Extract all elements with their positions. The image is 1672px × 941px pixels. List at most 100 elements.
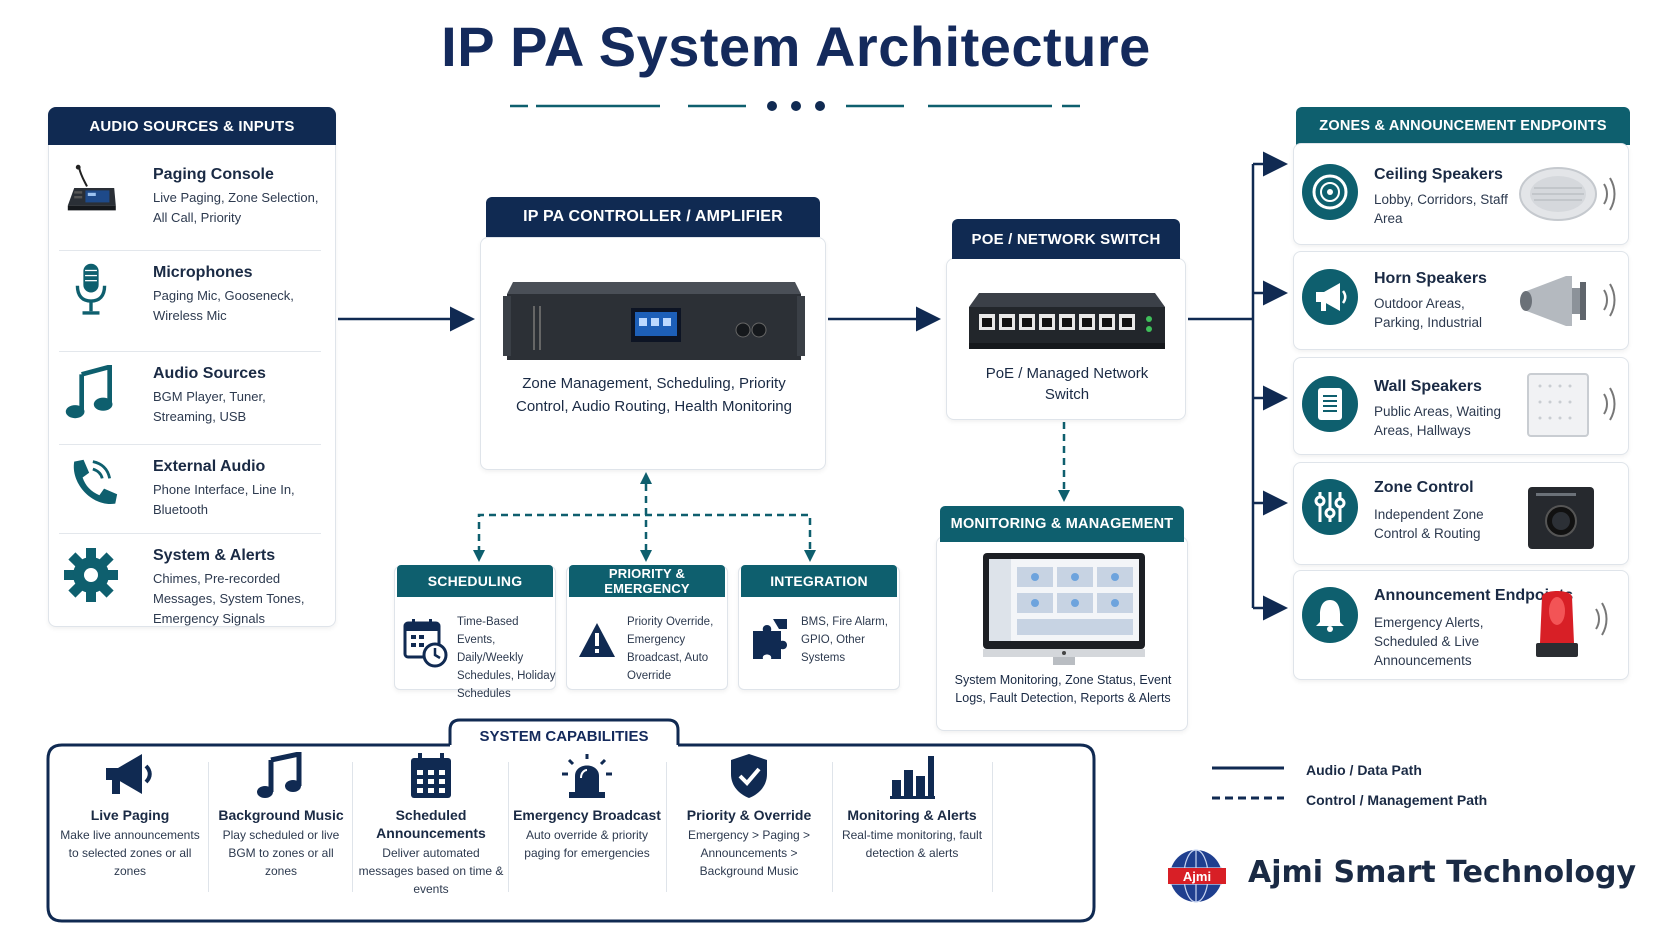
source-desc: Paging Mic, Gooseneck, Wireless Mic xyxy=(153,288,294,323)
zone-desc: Independent Zone Control & Routing xyxy=(1374,507,1484,541)
source-item-external-audio[interactable]: External Audio Phone Interface, Line In,… xyxy=(49,448,334,538)
capability-desc: Make live announcements to selected zone… xyxy=(60,828,200,878)
legend-lines xyxy=(1212,766,1284,800)
integration-card[interactable]: INTEGRATION BMS, Fire Alarm, GPIO, Other… xyxy=(738,565,900,690)
source-item-microphones[interactable]: Microphones Paging Mic, Gooseneck, Wirel… xyxy=(49,254,334,344)
audio-sources-panel: AUDIO SOURCES & INPUTS Paging Console Li… xyxy=(48,107,336,627)
source-item-paging-console[interactable]: Paging Console Live Paging, Zone Selecti… xyxy=(49,154,334,244)
network-switch-image xyxy=(969,293,1165,349)
priority-emergency-header: PRIORITY & EMERGENCY xyxy=(569,565,725,597)
monitoring-card[interactable]: System Monitoring, Zone Status, Event Lo… xyxy=(936,536,1188,731)
capability-desc: Play scheduled or live BGM to zones or a… xyxy=(222,828,340,878)
source-title: External Audio xyxy=(153,458,266,475)
calendar-icon xyxy=(411,753,451,798)
integration-header: INTEGRATION xyxy=(741,565,897,597)
gear-icon xyxy=(64,548,118,602)
switch-header: POE / NETWORK SWITCH xyxy=(952,219,1180,259)
scheduling-header: SCHEDULING xyxy=(397,565,553,597)
capability-live-paging[interactable]: Live Paging Make live announcements to s… xyxy=(56,752,204,902)
capabilities-header: SYSTEM CAPABILITIES xyxy=(479,728,649,745)
audio-sources-header: AUDIO SOURCES & INPUTS xyxy=(48,107,336,145)
page-title: IP PA System Architecture xyxy=(441,15,1151,78)
source-item-system-alerts[interactable]: System & Alerts Chimes, Pre-recorded Mes… xyxy=(49,537,334,627)
legend-control-path: Control / Management Path xyxy=(1306,792,1488,808)
source-title: Audio Sources xyxy=(153,365,266,382)
scheduling-card[interactable]: SCHEDULING Time-Based Events, Daily/Week… xyxy=(394,565,556,700)
zone-title: Horn Speakers xyxy=(1374,270,1487,287)
bell-icon xyxy=(1302,587,1358,643)
switch-card[interactable]: PoE / Managed Network Switch xyxy=(946,258,1186,420)
sliders-icon xyxy=(1302,479,1358,535)
monitoring-header: MONITORING & MANAGEMENT xyxy=(940,506,1184,542)
capability-scheduled-announcements[interactable]: Scheduled Announcements Deliver automate… xyxy=(358,752,504,902)
zones-header: ZONES & ANNOUNCEMENT ENDPOINTS xyxy=(1296,107,1630,145)
zone-title: Announcement Endpoints xyxy=(1374,587,1574,604)
zone-title: Zone Control xyxy=(1374,479,1474,496)
zone-zone-control[interactable]: Zone Control Independent Zone Control & … xyxy=(1293,462,1629,565)
zone-title: Ceiling Speakers xyxy=(1374,166,1503,183)
microphone-icon xyxy=(75,263,107,315)
ceiling-speaker-image xyxy=(1519,167,1616,221)
priority-emergency-card[interactable]: PRIORITY & EMERGENCY Priority Override, … xyxy=(566,565,728,690)
calendar-clock-icon xyxy=(403,619,448,668)
source-desc: Live Paging, Zone Selection, All Call, P… xyxy=(153,190,319,225)
capability-desc: Emergency > Paging > Announcements > Bac… xyxy=(687,828,811,878)
zone-ceiling-speakers[interactable]: Ceiling Speakers Lobby, Corridors, Staff… xyxy=(1293,143,1629,245)
monitor-dashboard-image xyxy=(983,553,1145,665)
company-name: Ajmi Smart Technology xyxy=(1248,855,1637,890)
source-desc: BGM Player, Tuner, Streaming, USB xyxy=(153,389,266,424)
megaphone-icon xyxy=(1302,269,1358,325)
source-title: Microphones xyxy=(153,264,253,281)
scheduling-desc: Time-Based Events, Daily/Weekly Schedule… xyxy=(457,616,556,700)
zone-announcement-endpoints[interactable]: Announcement Endpoints Emergency Alerts,… xyxy=(1293,570,1629,680)
puzzle-icon xyxy=(753,619,787,659)
capability-emergency-broadcast[interactable]: Emergency Broadcast Auto override & prio… xyxy=(512,752,662,902)
zone-control-panel-image xyxy=(1528,487,1594,549)
priority-emergency-desc: Priority Override, Emergency Broadcast, … xyxy=(627,616,714,682)
integration-desc: BMS, Fire Alarm, GPIO, Other Systems xyxy=(801,616,888,664)
horn-speaker-image xyxy=(1520,276,1616,326)
siren-icon xyxy=(562,754,612,798)
capability-background-music[interactable]: Background Music Play scheduled or live … xyxy=(212,752,350,902)
shield-check-icon xyxy=(731,754,767,798)
zone-wall-speakers[interactable]: Wall Speakers Public Areas, Waiting Area… xyxy=(1293,357,1629,455)
source-title: Paging Console xyxy=(153,166,274,183)
monitoring-desc: System Monitoring, Zone Status, Event Lo… xyxy=(954,673,1172,705)
capability-title: Emergency Broadcast xyxy=(513,807,661,823)
wall-speaker-image xyxy=(1527,373,1616,437)
warning-icon xyxy=(579,623,615,657)
zone-horn-speakers[interactable]: Horn Speakers Outdoor Areas, Parking, In… xyxy=(1293,251,1629,350)
alarm-beacon-image xyxy=(1536,591,1608,657)
source-desc: Chimes, Pre-recorded Messages, System To… xyxy=(153,571,305,626)
phone-icon xyxy=(73,459,118,504)
capability-title: Live Paging xyxy=(90,807,170,823)
capability-title: Monitoring & Alerts xyxy=(847,807,977,823)
capability-monitoring-alerts[interactable]: Monitoring & Alerts Real-time monitoring… xyxy=(836,752,988,902)
source-desc: Phone Interface, Line In, Bluetooth xyxy=(153,482,295,517)
paging-console-icon xyxy=(67,164,116,211)
svg-text:Ajmi: Ajmi xyxy=(1183,869,1211,884)
capability-priority-override[interactable]: Priority & Override Emergency > Paging >… xyxy=(670,752,828,902)
bar-chart-icon xyxy=(890,756,935,799)
controller-desc: Zone Management, Scheduling, Priority Co… xyxy=(516,375,792,415)
music-note-icon xyxy=(65,365,113,419)
zone-desc: Lobby, Corridors, Staff Area xyxy=(1374,192,1508,226)
music-note-icon xyxy=(257,752,302,798)
zone-desc: Outdoor Areas, Parking, Industrial xyxy=(1374,296,1483,330)
switch-desc: PoE / Managed Network Switch xyxy=(985,365,1149,403)
capability-desc: Real-time monitoring, fault detection & … xyxy=(841,828,983,860)
company-logo: Ajmi xyxy=(1166,848,1228,904)
capability-title: Scheduled Announcements xyxy=(376,807,486,841)
capability-title: Background Music xyxy=(218,807,344,823)
megaphone-icon xyxy=(106,754,152,794)
amplifier-device-image xyxy=(503,282,805,360)
controller-card[interactable]: Zone Management, Scheduling, Priority Co… xyxy=(480,237,826,470)
capability-desc: Auto override & priority paging for emer… xyxy=(524,828,650,860)
controller-header: IP PA CONTROLLER / AMPLIFIER xyxy=(486,197,820,237)
zone-desc: Emergency Alerts, Scheduled & Live Annou… xyxy=(1374,615,1484,668)
ceiling-speaker-icon xyxy=(1302,164,1358,220)
zone-title: Wall Speakers xyxy=(1374,378,1482,395)
source-item-audio-sources[interactable]: Audio Sources BGM Player, Tuner, Streami… xyxy=(49,355,334,445)
